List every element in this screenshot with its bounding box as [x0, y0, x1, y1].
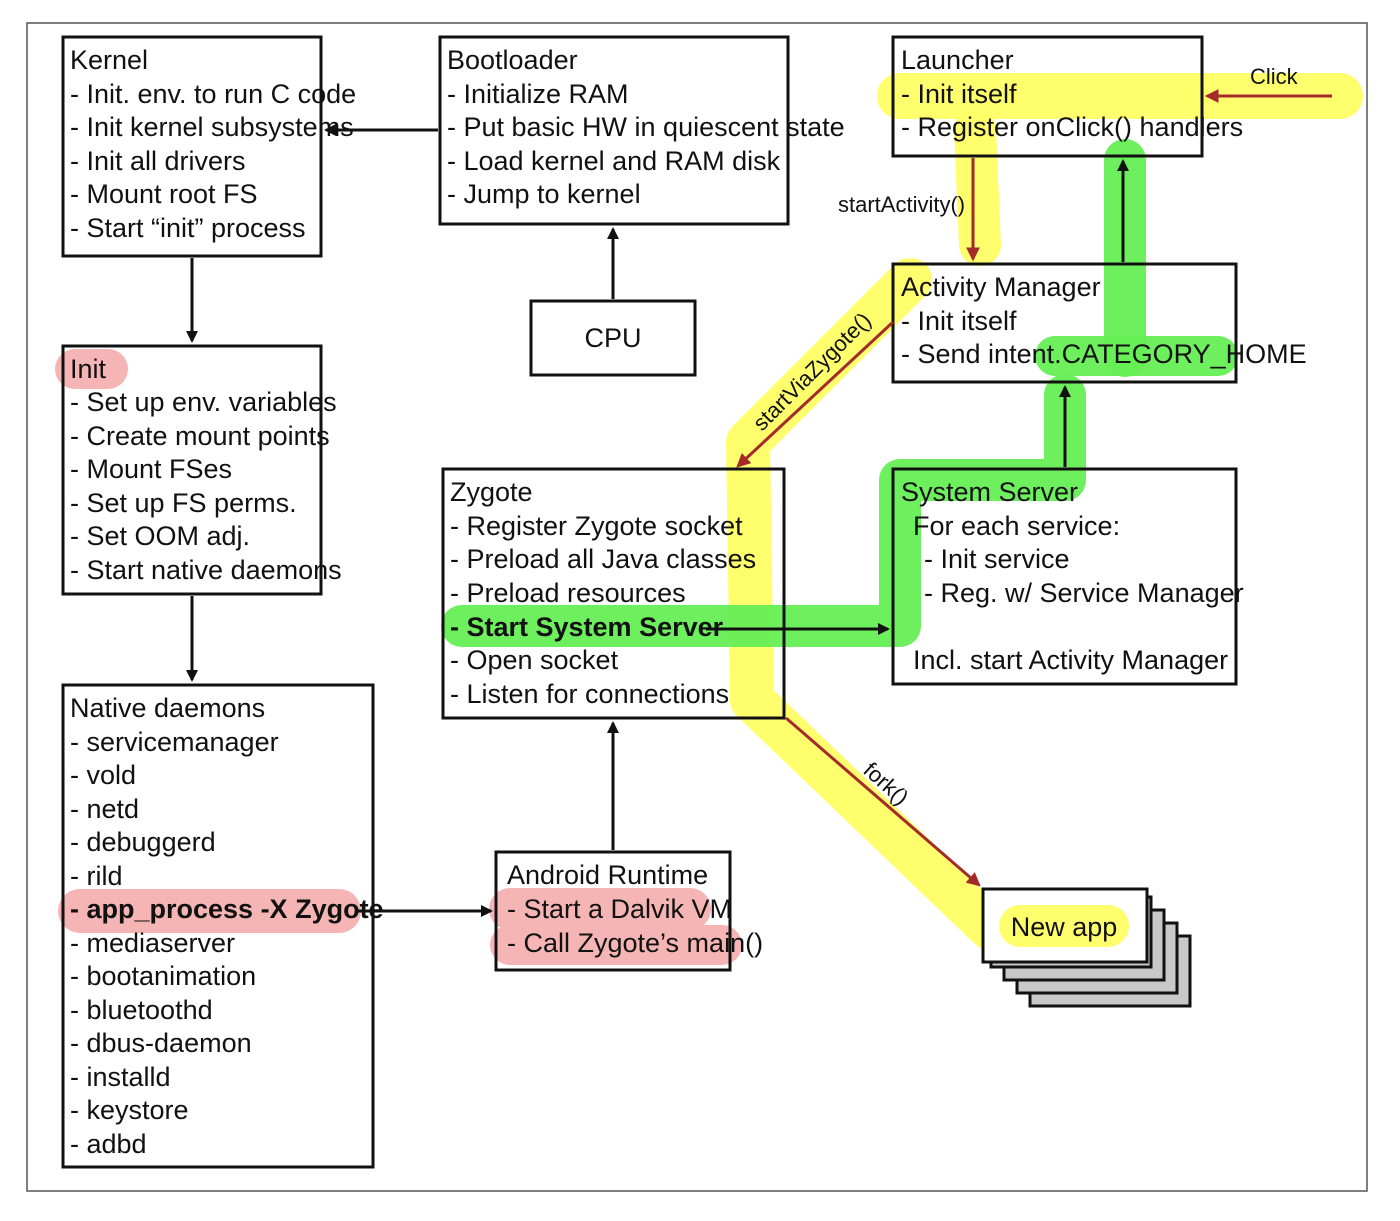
cpu-node: CPU — [584, 323, 641, 353]
native-daemons-node: Native daemons - servicemanager - vold -… — [70, 693, 384, 1159]
native-daemons-item: - installd — [70, 1062, 171, 1092]
activity-manager-item: - Init itself — [901, 306, 1017, 336]
native-daemons-item: - keystore — [70, 1095, 189, 1125]
init-item: - Mount FSes — [70, 454, 232, 484]
system-server-box — [891, 467, 1238, 686]
new-app-node: New app — [1011, 912, 1118, 942]
kernel-item: - Init. env. to run C code — [70, 79, 356, 109]
bootloader-box — [438, 35, 790, 226]
init-item: - Set up env. variables — [70, 387, 337, 417]
kernel-box — [61, 35, 323, 258]
zygote-item: - Preload all Java classes — [450, 544, 756, 574]
init-item: - Set OOM adj. — [70, 521, 250, 551]
bootloader-item: - Initialize RAM — [447, 79, 629, 109]
native-daemons-title: Native daemons — [70, 693, 265, 723]
kernel-item: - Mount root FS — [70, 179, 258, 209]
cpu-box — [529, 299, 697, 377]
yellow-highlight-launcher-down — [954, 109, 1001, 266]
bootloader-node: Bootloader - Initialize RAM - Put basic … — [447, 45, 845, 209]
bootloader-item: - Jump to kernel — [447, 179, 641, 209]
native-daemons-item: - rild — [70, 861, 123, 891]
bootloader-item: - Put basic HW in quiescent state — [447, 112, 845, 142]
kernel-title: Kernel — [70, 45, 148, 75]
edge-label-start-activity: startActivity() — [838, 192, 965, 217]
native-daemons-box — [61, 683, 375, 1169]
system-server-item: For each service: — [913, 511, 1120, 541]
native-daemons-item: - servicemanager — [70, 727, 279, 757]
launcher-box — [891, 35, 1204, 158]
system-server-item: - Init service — [924, 544, 1070, 574]
android-runtime-item: - Start a Dalvik VM — [507, 894, 732, 924]
native-daemons-item: - adbd — [70, 1129, 147, 1159]
init-item: - Set up FS perms. — [70, 488, 297, 518]
init-box — [61, 344, 323, 596]
android-runtime-item: - Call Zygote’s main() — [507, 928, 763, 958]
native-daemons-item-app-process: - app_process -X Zygote — [70, 894, 384, 924]
kernel-node: Kernel - Init. env. to run C code - Init… — [70, 45, 356, 243]
kernel-item: - Init all drivers — [70, 146, 246, 176]
android-runtime-box — [494, 850, 732, 972]
zygote-item: - Register Zygote socket — [450, 511, 743, 541]
zygote-title: Zygote — [450, 477, 533, 507]
edge-label-start-via-zygote: startViaZygote() — [748, 307, 876, 435]
init-item: - Create mount points — [70, 421, 330, 451]
zygote-box — [441, 467, 786, 720]
native-daemons-item: - dbus-daemon — [70, 1028, 252, 1058]
init-item: - Start native daemons — [70, 555, 342, 585]
edge-label-click: Click — [1250, 64, 1299, 89]
activity-manager-item: - Send intent.CATEGORY_HOME — [901, 339, 1307, 369]
activity-manager-node: Activity Manager - Init itself - Send in… — [901, 272, 1307, 369]
cpu-title: CPU — [584, 323, 641, 353]
system-server-node: System Server For each service: - Init s… — [901, 477, 1244, 675]
android-runtime-title: Android Runtime — [507, 860, 708, 890]
launcher-node: Launcher - Init itself - Register onClic… — [901, 45, 1243, 142]
outer-border — [26, 22, 1368, 1192]
zygote-item: - Listen for connections — [450, 679, 729, 709]
init-title: Init — [70, 354, 107, 384]
native-daemons-item: - debuggerd — [70, 827, 216, 857]
native-daemons-item: - mediaserver — [70, 928, 235, 958]
system-server-item: - Reg. w/ Service Manager — [924, 578, 1244, 608]
new-app-title: New app — [1011, 912, 1118, 942]
init-node: Init - Set up env. variables - Create mo… — [70, 354, 342, 585]
edge-am-to-zygote — [736, 320, 895, 468]
launcher-item: - Init itself — [901, 79, 1017, 109]
launcher-item: - Register onClick() handlers — [901, 112, 1243, 142]
kernel-item: - Start “init” process — [70, 213, 306, 243]
bootloader-title: Bootloader — [447, 45, 578, 75]
kernel-item: - Init kernel subsystems — [70, 112, 354, 142]
zygote-item: - Open socket — [450, 645, 619, 675]
edge-layer — [186, 89, 1332, 917]
edge-zygote-fork-new-app — [785, 716, 981, 887]
system-server-item: Incl. start Activity Manager — [913, 645, 1228, 675]
native-daemons-item: - vold — [70, 760, 136, 790]
bootloader-item: - Load kernel and RAM disk — [447, 146, 781, 176]
new-app-stack — [981, 887, 1192, 1008]
system-server-title: System Server — [901, 477, 1078, 507]
android-runtime-node: Android Runtime - Start a Dalvik VM - Ca… — [507, 860, 763, 958]
activity-manager-title: Activity Manager — [901, 272, 1101, 302]
launcher-title: Launcher — [901, 45, 1014, 75]
native-daemons-item: - bluetoothd — [70, 995, 213, 1025]
zygote-item-start-system-server: - Start System Server — [450, 612, 724, 642]
zygote-item: - Preload resources — [450, 578, 686, 608]
native-daemons-item: - netd — [70, 794, 139, 824]
native-daemons-item: - bootanimation — [70, 961, 256, 991]
zygote-node: Zygote - Register Zygote socket - Preloa… — [450, 477, 756, 709]
